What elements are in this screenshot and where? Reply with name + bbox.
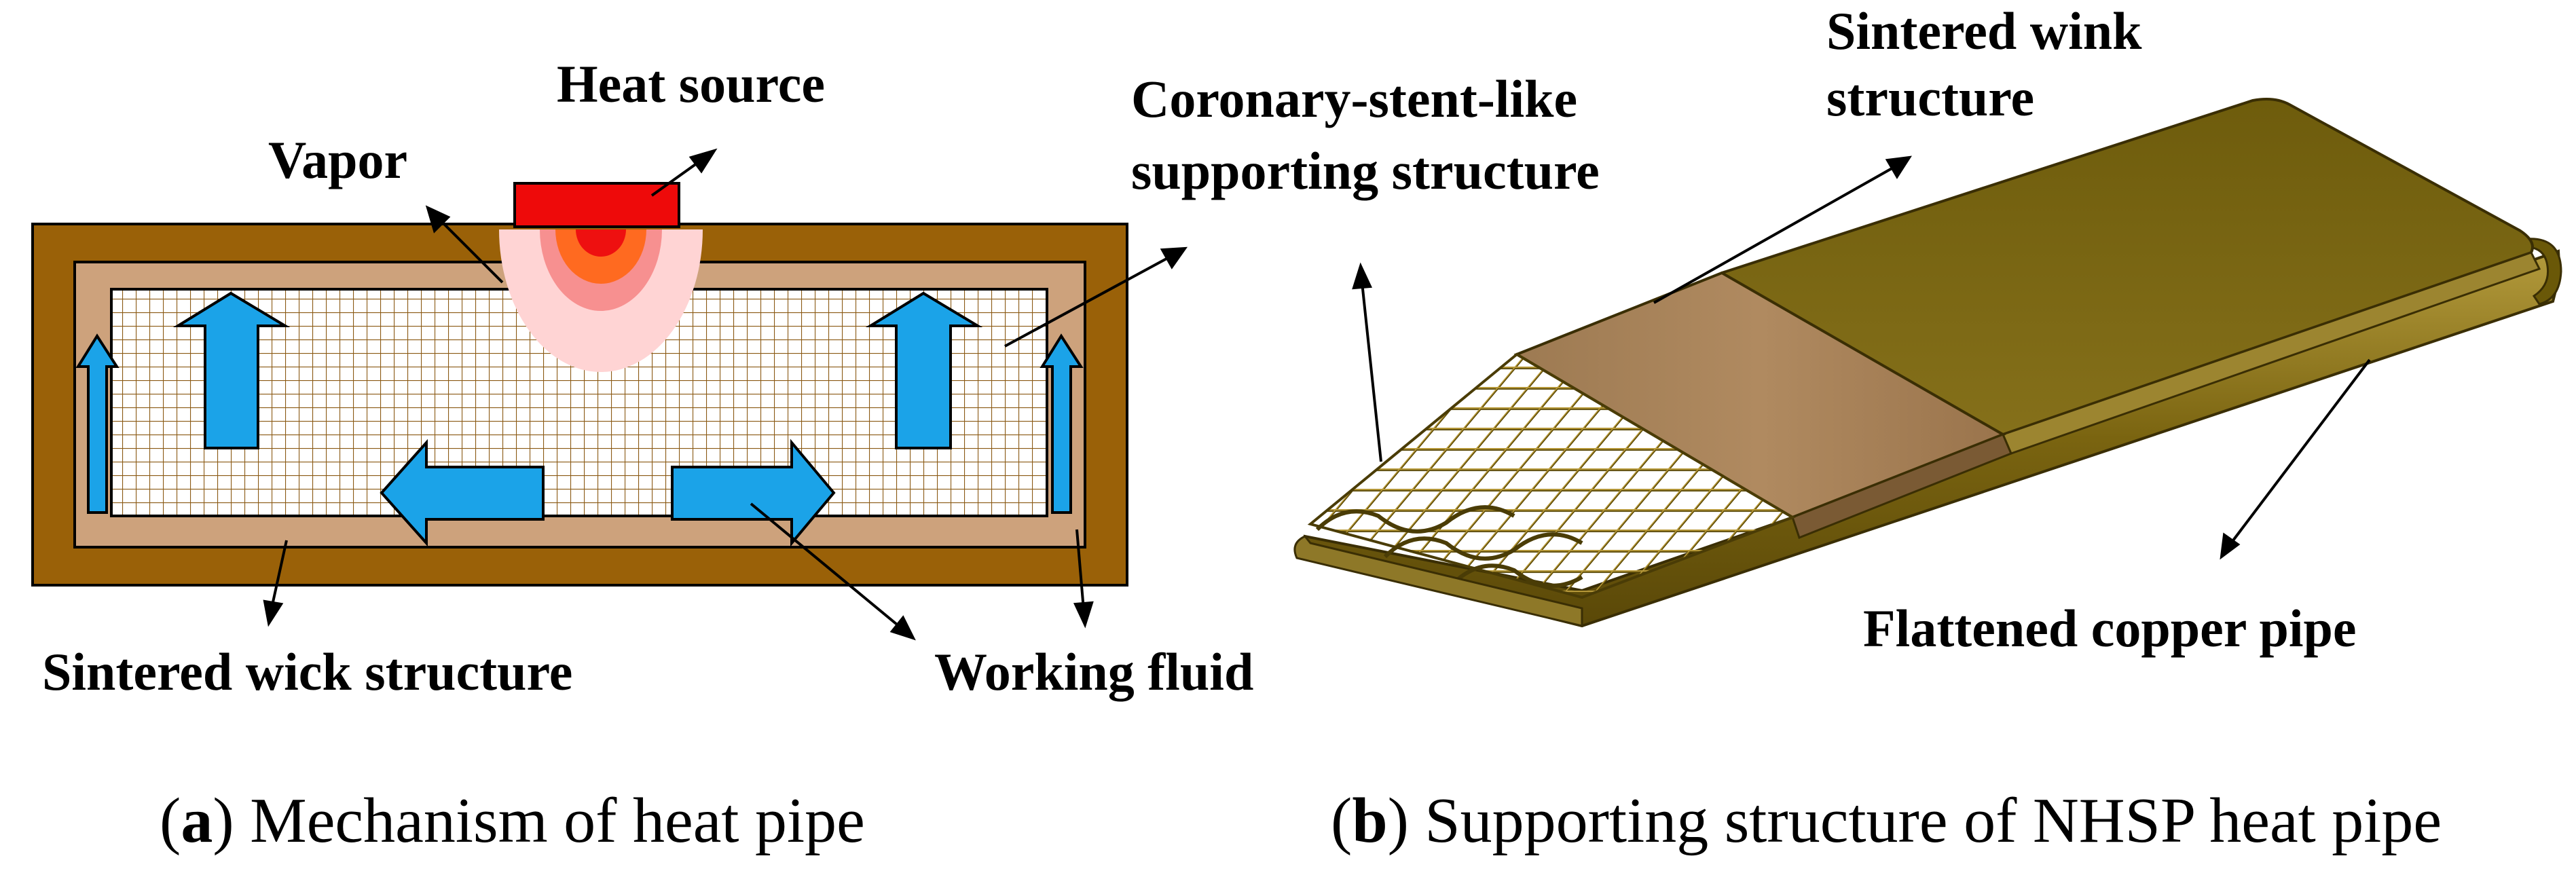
caption-b: (b) Supporting structure of NHSP heat pi… bbox=[1331, 785, 2442, 856]
heat-zone bbox=[499, 229, 703, 372]
label-working-fluid: Working fluid bbox=[934, 642, 1253, 701]
flow-arrows bbox=[75, 291, 1084, 547]
panel-b-diagram: Sintered wink structure Coronary-stent-l… bbox=[1131, 1, 2562, 856]
wick-sheet-front bbox=[1791, 433, 2012, 539]
caption-a: (a) Mechanism of heat pipe bbox=[160, 785, 865, 856]
heat-source-block bbox=[513, 182, 680, 228]
stent-mesh bbox=[1307, 352, 1796, 599]
label-coronary-1: Coronary-stent-like bbox=[1131, 69, 1577, 128]
label-coronary-2: supporting structure bbox=[1131, 141, 1600, 200]
right-arrow bbox=[671, 439, 836, 547]
caption-b-text: Supporting structure of NHSP heat pipe bbox=[1424, 785, 2442, 856]
leader-lines-b bbox=[1352, 155, 2371, 560]
panel-a-diagram: Heat source Vapor Sintered wick structur… bbox=[31, 54, 1253, 856]
label-heat-source: Heat source bbox=[557, 54, 825, 113]
caption-a-text: Mechanism of heat pipe bbox=[250, 785, 865, 856]
stent-ridges bbox=[1315, 505, 1583, 588]
up-arrow-left-large bbox=[172, 291, 291, 449]
pipe-end-cap bbox=[2521, 238, 2562, 305]
up-arrow-left-small bbox=[75, 333, 119, 514]
up-arrow-right-large bbox=[865, 291, 983, 449]
left-arrow bbox=[380, 439, 545, 547]
leader-lines-a bbox=[263, 148, 1188, 641]
label-vapor: Vapor bbox=[268, 130, 407, 189]
pipe-front-lip bbox=[1293, 535, 1583, 627]
label-sintered-wink-2: structure bbox=[1826, 68, 2034, 127]
label-sintered-wink-1: Sintered wink bbox=[1826, 1, 2142, 60]
label-flattened-pipe: Flattened copper pipe bbox=[1863, 599, 2357, 658]
up-arrow-right-small bbox=[1039, 333, 1084, 514]
caption-b-letter: b bbox=[1352, 785, 1387, 856]
caption-a-letter: a bbox=[181, 785, 213, 856]
label-sintered-wick: Sintered wick structure bbox=[42, 642, 572, 701]
